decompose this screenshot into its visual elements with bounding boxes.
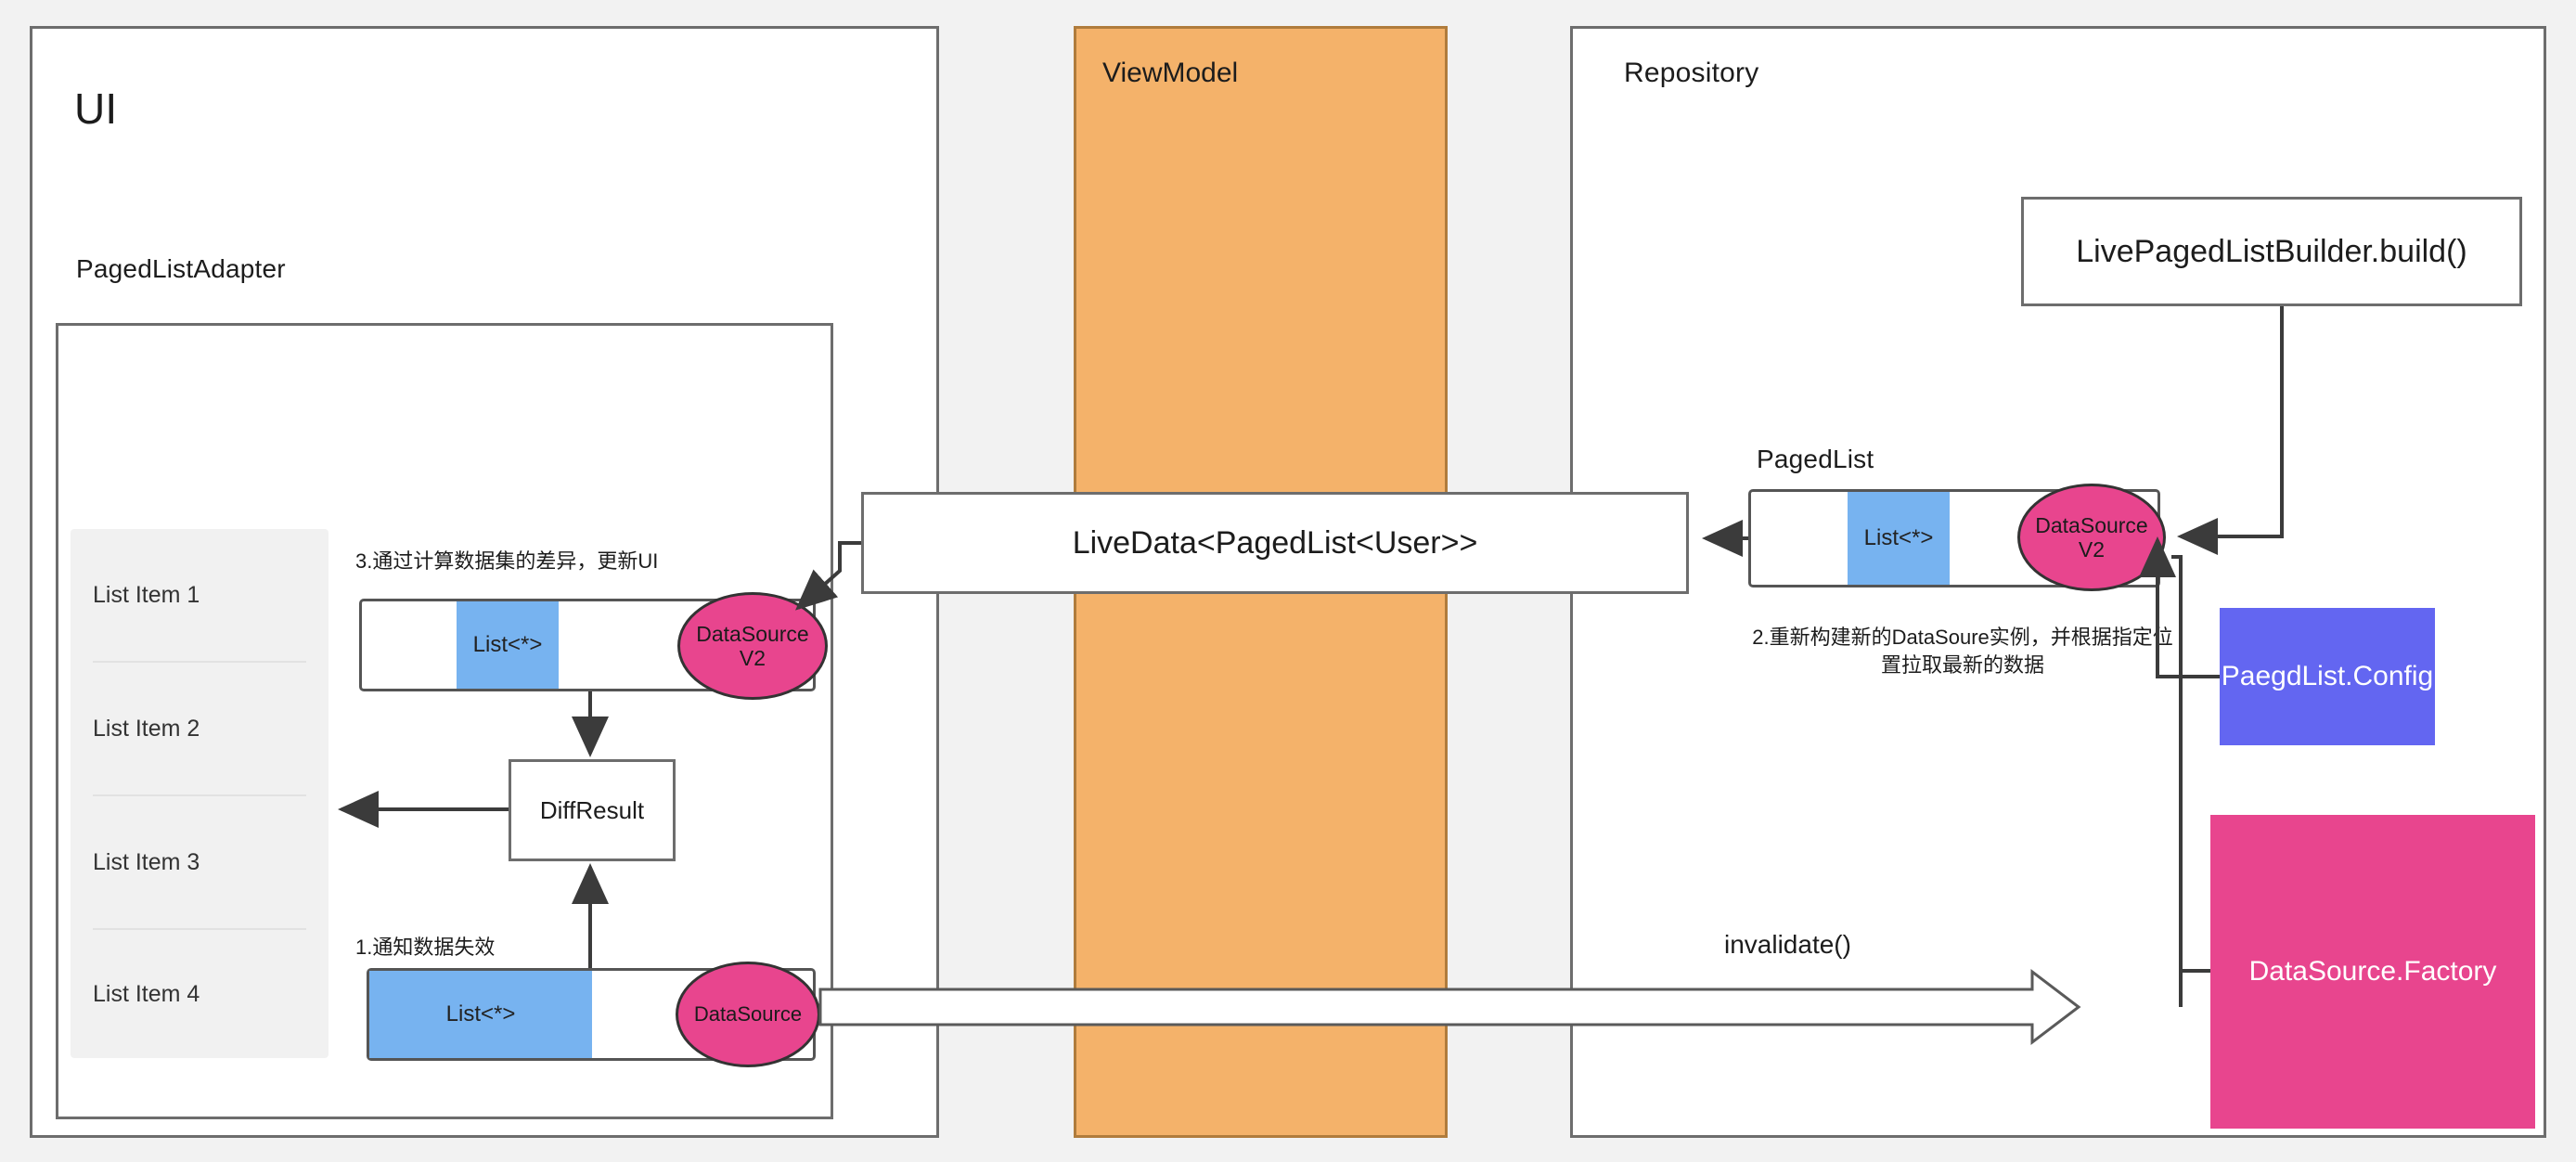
list-item[interactable]: List Item 1 — [93, 581, 200, 608]
datasource-v2-ellipse-repo: DataSource V2 — [2017, 484, 2166, 591]
pagedlist-config-node: PaegdList.Config — [2220, 608, 2435, 745]
lane-title-ui: UI — [74, 84, 118, 133]
annotation-step-2: 2.重新构建新的DataSoure实例，并根据指定位 置拉取最新的数据 — [1752, 626, 2173, 677]
datasource-ellipse-ui: DataSource — [676, 962, 820, 1067]
list-divider — [93, 661, 306, 663]
adapter-label: PagedListAdapter — [76, 254, 286, 283]
pagedlist-list-segment: List<*> — [1848, 492, 1950, 585]
list-divider — [93, 928, 306, 930]
diffresult-node: DiffResult — [509, 759, 676, 861]
lane-title-viewmodel: ViewModel — [1102, 58, 1239, 88]
pagedlist-list-segment: List<*> — [369, 971, 592, 1058]
datasource-v2-ellipse-ui: DataSource V2 — [677, 592, 828, 700]
list-item[interactable]: List Item 4 — [93, 980, 200, 1007]
list-item[interactable]: List Item 3 — [93, 848, 200, 875]
invalidate-label: invalidate() — [1724, 930, 1851, 959]
pagedlist-title: PagedList — [1757, 445, 1874, 473]
annotation-step-3: 3.通过计算数据集的差异，更新UI — [355, 549, 659, 573]
pagedlist-list-segment: List<*> — [457, 601, 559, 689]
livedata-node: LiveData<PagedList<User>> — [861, 492, 1689, 594]
datasource-factory-node: DataSource.Factory — [2210, 815, 2535, 1129]
livepagedlistbuilder-node: LivePagedListBuilder.build() — [2021, 197, 2522, 306]
list-divider — [93, 794, 306, 796]
list-item[interactable]: List Item 2 — [93, 715, 200, 742]
lane-title-repository: Repository — [1624, 58, 1759, 88]
annotation-step-1: 1.通知数据失效 — [355, 936, 496, 959]
recycler-list[interactable]: List Item 1 List Item 2 List Item 3 List… — [71, 529, 328, 1058]
